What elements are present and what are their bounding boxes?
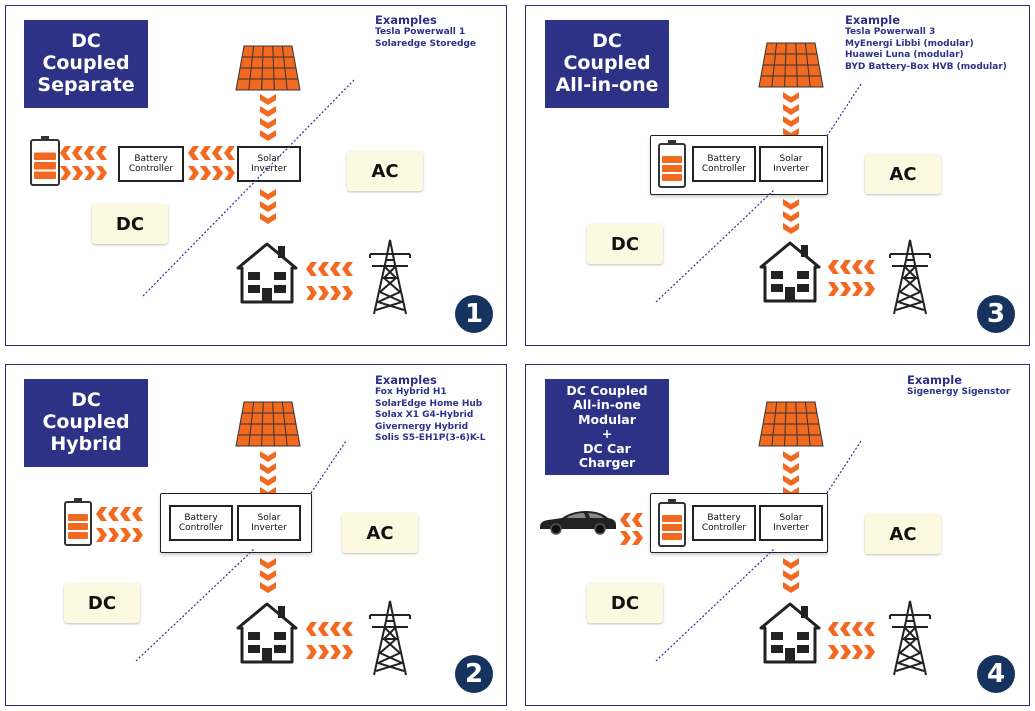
battery-controller: Battery Controller [169, 505, 233, 541]
battery-icon [658, 499, 686, 547]
solar-inverter: Solar Inverter [237, 146, 301, 182]
panel-1: DC Coupled Separate Examples Tesla Power… [5, 5, 507, 346]
pylon-icon [889, 600, 931, 676]
arrow-left [306, 622, 353, 636]
car-icon [540, 511, 616, 535]
arrow-left [96, 507, 143, 521]
ac-dc-divider [655, 440, 862, 662]
solar-panel-icon [758, 42, 824, 88]
arrow-left [306, 262, 353, 276]
panel-number-badge: 4 [977, 655, 1015, 693]
arrow-down [260, 94, 276, 141]
arrow-left [620, 513, 643, 527]
solar-inverter: Solar Inverter [759, 146, 823, 182]
panel-title: DC Coupled Separate [24, 20, 148, 108]
arrow-right [620, 531, 643, 545]
solar-panel-icon [235, 401, 301, 447]
arrow-right [96, 528, 143, 542]
arrow-right [828, 282, 875, 296]
solar-panel-icon [758, 401, 824, 447]
solar-inverter: Solar Inverter [759, 505, 823, 541]
arrow-down [260, 189, 276, 224]
house-icon [759, 602, 821, 664]
dc-label: DC [92, 204, 168, 244]
solar-panel-icon [235, 45, 301, 91]
panel-number-badge: 1 [455, 295, 493, 333]
arrow-left [828, 260, 875, 274]
battery-icon [30, 136, 60, 186]
ac-label: AC [342, 513, 418, 553]
panel-number-badge: 3 [977, 295, 1015, 333]
panel-3: DC Coupled All-in-one Example Tesla Powe… [525, 5, 1030, 346]
dc-label: DC [587, 224, 663, 264]
arrow-right [306, 645, 353, 659]
house-icon [759, 241, 821, 303]
solar-inverter: Solar Inverter [237, 505, 301, 541]
panel-4: DC Coupled All-in-one Modular + DC Car C… [525, 364, 1030, 706]
arrow-left [188, 146, 235, 160]
pylon-icon [369, 600, 411, 676]
ac-dc-divider [135, 440, 347, 662]
examples-list: Examples Fox Hybrid H1 SolarEdge Home Hu… [375, 373, 486, 444]
panel-title: DC Coupled All-in-one Modular + DC Car C… [545, 379, 669, 475]
arrow-right [188, 166, 235, 180]
arrow-right [60, 166, 107, 180]
examples-list: Examples Tesla Powerwall 1 Solaredge Sto… [375, 13, 476, 49]
examples-list: Example Sigenergy Sigenstor [907, 373, 1011, 398]
pylon-icon [889, 239, 931, 315]
arrow-down [783, 199, 799, 234]
ac-dc-divider [655, 83, 862, 303]
battery-icon [64, 498, 92, 546]
panel-title: DC Coupled Hybrid [24, 379, 148, 467]
ac-label: AC [865, 154, 941, 194]
arrow-down [783, 558, 799, 593]
pylon-icon [369, 239, 411, 315]
ac-label: AC [865, 514, 941, 554]
arrow-right [828, 645, 875, 659]
examples-list: Example Tesla Powerwall 3 MyEnergi Libbi… [845, 13, 1007, 72]
dc-label: DC [64, 583, 140, 623]
battery-icon [658, 140, 686, 188]
panel-number-badge: 2 [455, 655, 493, 693]
dc-label: DC [587, 583, 663, 623]
arrow-right [306, 286, 353, 300]
house-icon [236, 602, 298, 664]
arrow-down [260, 558, 276, 593]
house-icon [236, 242, 298, 304]
arrow-left [828, 622, 875, 636]
battery-controller: Battery Controller [692, 146, 756, 182]
battery-controller: Battery Controller [118, 146, 184, 182]
battery-controller: Battery Controller [692, 505, 756, 541]
panel-2: DC Coupled Hybrid Examples Fox Hybrid H1… [5, 364, 507, 706]
panel-title: DC Coupled All-in-one [545, 20, 669, 108]
arrow-left [60, 146, 107, 160]
ac-label: AC [347, 151, 423, 191]
